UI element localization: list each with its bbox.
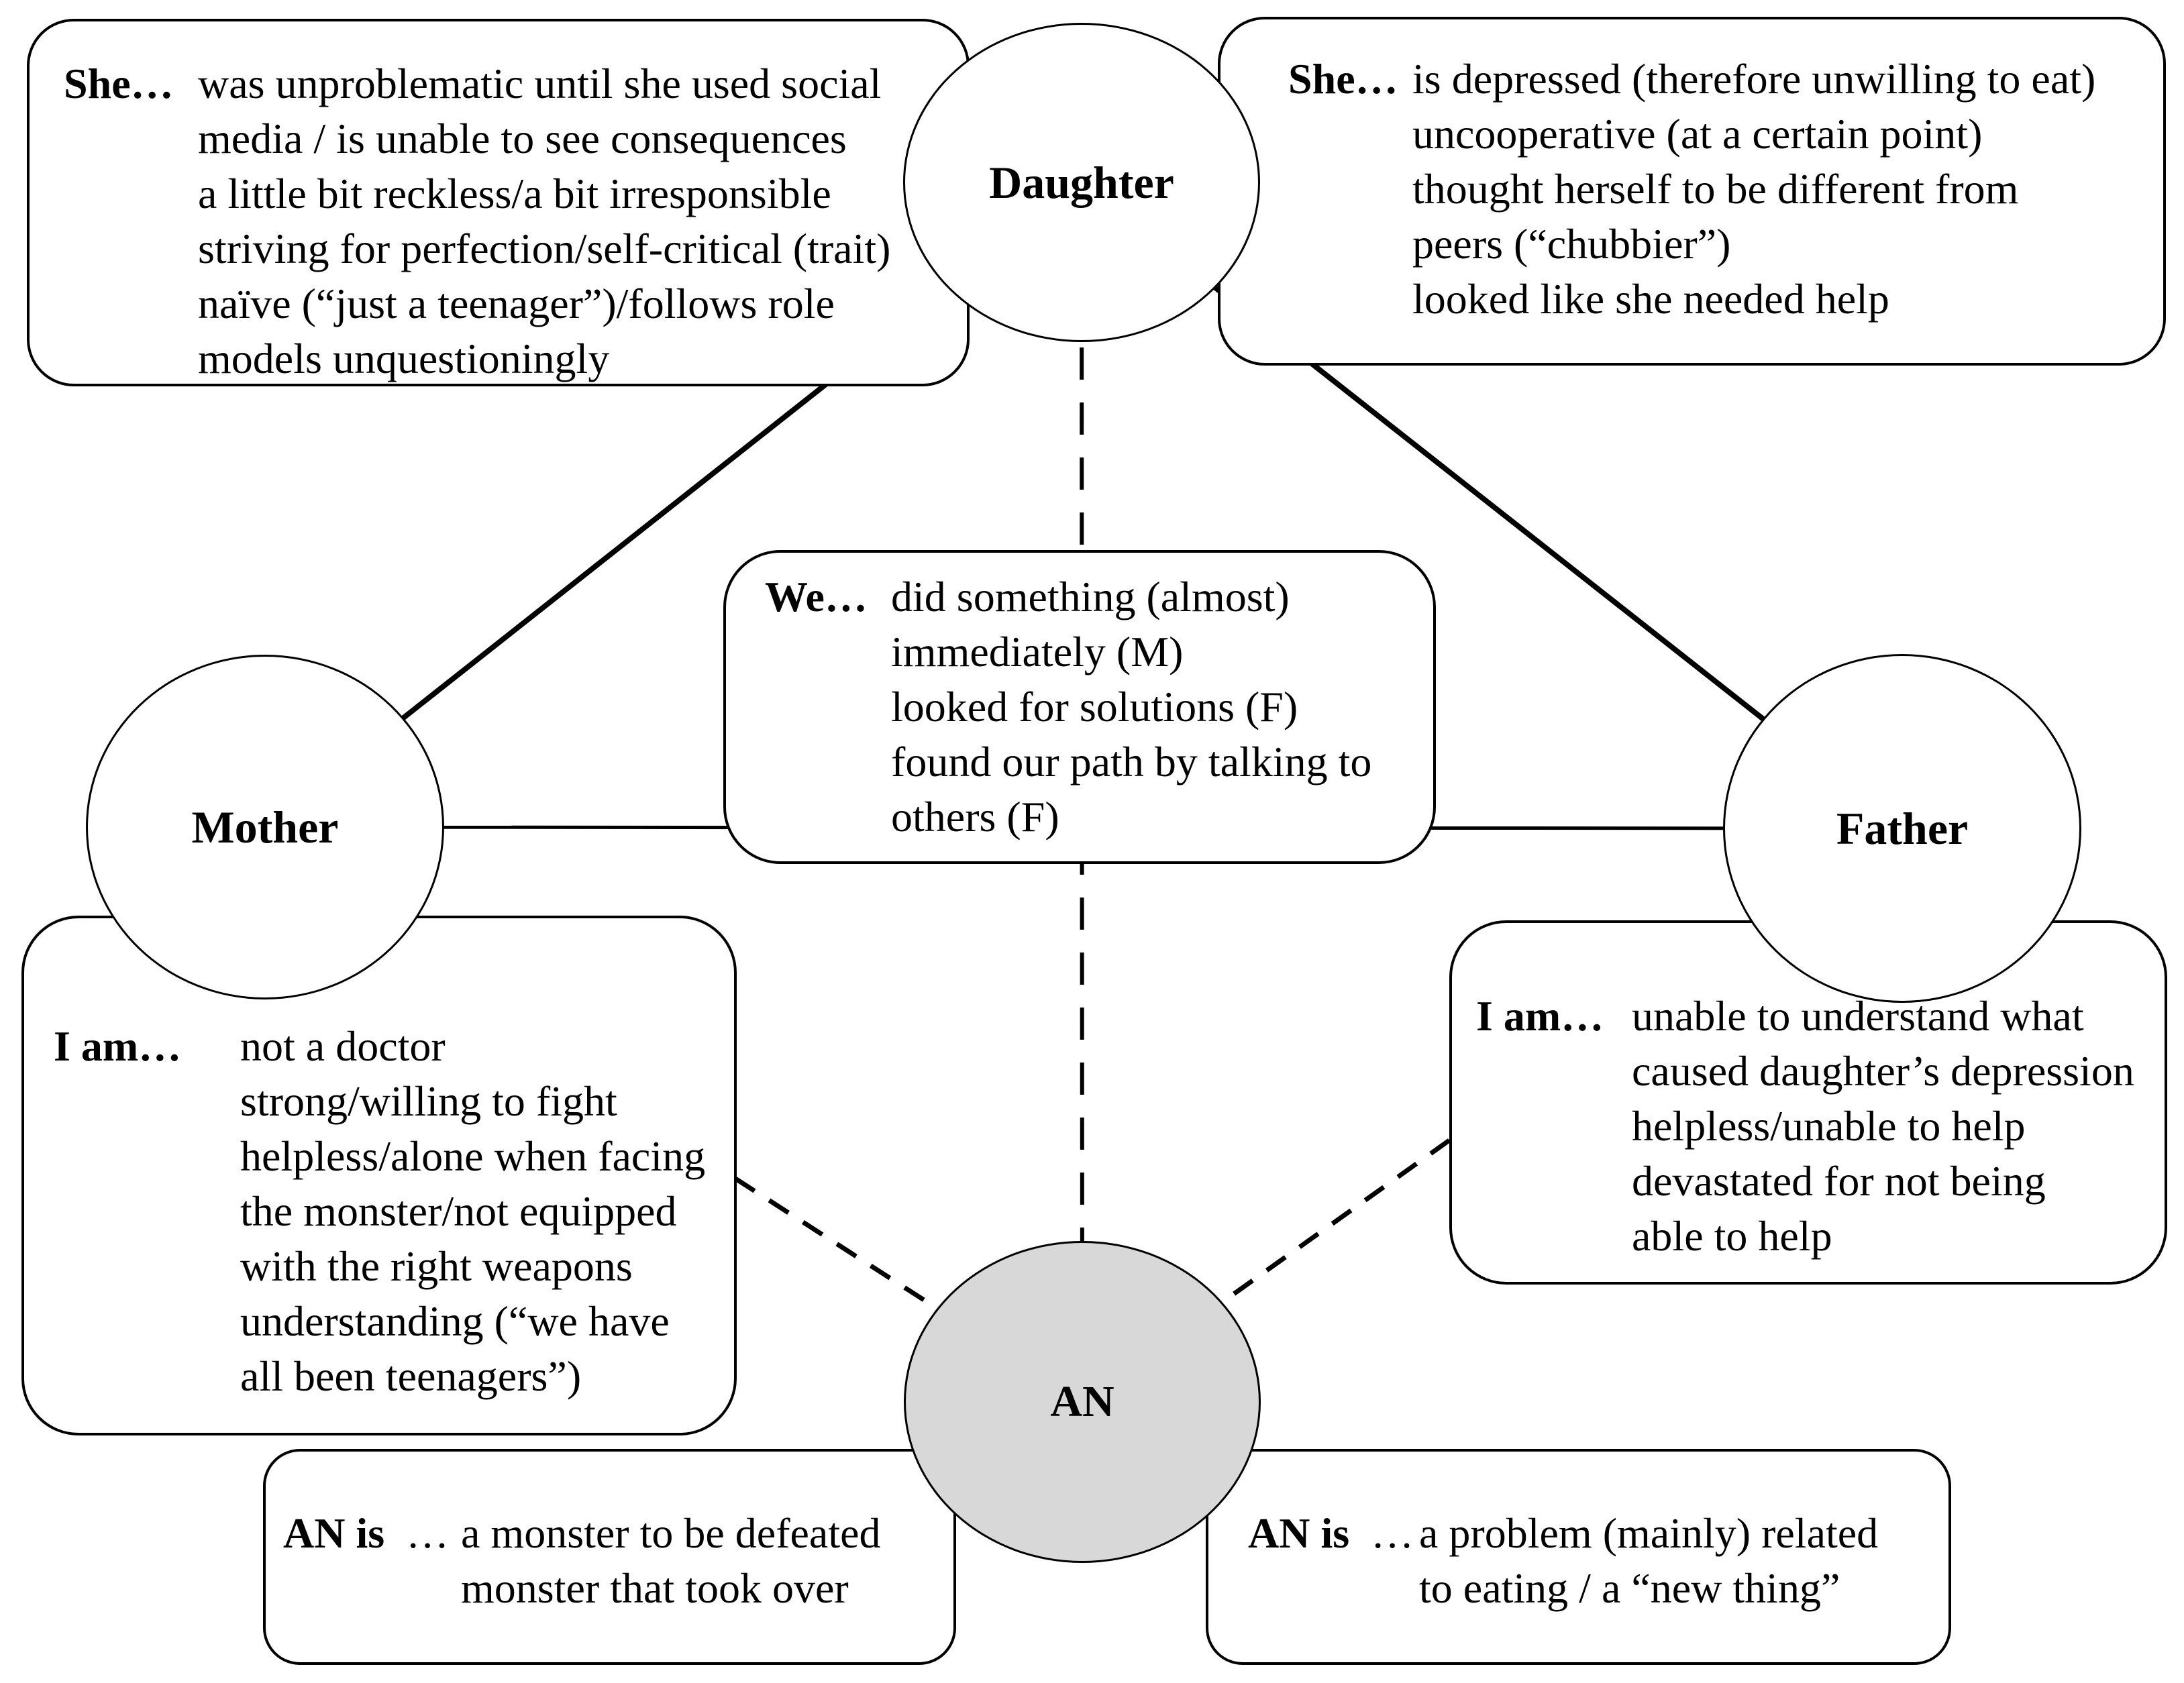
an-is-box-right-label-suffix: … bbox=[1371, 1509, 1414, 1557]
we-box-label: We… bbox=[765, 573, 868, 620]
she-box-right-text: is depressed (therefore unwilling to eat… bbox=[1412, 55, 2096, 323]
father-i-am-text: unable to understand what caused daughte… bbox=[1632, 992, 2134, 1260]
mother-i-am-label-col: I am… bbox=[54, 1019, 240, 1074]
an-is-box-right: AN is … a problem (mainly) related to ea… bbox=[1206, 1449, 1951, 1665]
daughter-node: Daughter bbox=[903, 23, 1260, 342]
father-i-am-label: I am… bbox=[1476, 992, 1604, 1040]
an-is-box-right-label-col: AN is … bbox=[1248, 1506, 1419, 1561]
she-box-left-label-col: She… bbox=[64, 56, 198, 111]
an-is-box-left: AN is … a monster to be defeated monster… bbox=[263, 1449, 956, 1665]
an-is-box-left-label-suffix: … bbox=[406, 1509, 450, 1557]
an-is-box-left-label: AN is bbox=[283, 1509, 385, 1557]
an-is-box-left-text: a monster to be defeated monster that to… bbox=[461, 1509, 881, 1612]
she-box-right: She… is depressed (therefore unwilling t… bbox=[1218, 17, 2166, 366]
mother-node: Mother bbox=[86, 655, 444, 999]
daughter-label: Daughter bbox=[989, 156, 1174, 208]
she-box-right-label: She… bbox=[1288, 55, 1398, 103]
mother-label: Mother bbox=[191, 801, 339, 853]
she-box-left-text: was unproblematic until she used social … bbox=[198, 60, 891, 382]
she-box-left: She… was unproblematic until she used so… bbox=[27, 19, 970, 386]
an-is-box-left-label-col: AN is … bbox=[283, 1506, 461, 1561]
we-box: We… did something (almost) immediately (… bbox=[723, 550, 1436, 864]
father-i-am-label-col: I am… bbox=[1476, 989, 1632, 1044]
an-node: AN bbox=[904, 1241, 1261, 1563]
father-label: Father bbox=[1836, 802, 1969, 854]
an-is-box-right-label: AN is bbox=[1248, 1509, 1350, 1557]
she-box-left-label: She… bbox=[64, 60, 174, 107]
mother-i-am-box: I am… not a doctor strong/willing to fig… bbox=[21, 916, 737, 1435]
an-label: AN bbox=[1050, 1377, 1114, 1426]
we-box-text: did something (almost) immediately (M) l… bbox=[891, 573, 1372, 840]
we-box-label-col: We… bbox=[765, 569, 891, 625]
mother-i-am-label: I am… bbox=[54, 1022, 182, 1070]
father-i-am-box: I am… unable to understand what caused d… bbox=[1449, 920, 2167, 1285]
she-box-right-label-col: She… bbox=[1288, 52, 1412, 107]
father-node: Father bbox=[1723, 654, 2081, 1003]
mother-i-am-text: not a doctor strong/willing to fight hel… bbox=[240, 1022, 706, 1400]
an-is-box-right-text: a problem (mainly) related to eating / a… bbox=[1419, 1509, 1879, 1612]
